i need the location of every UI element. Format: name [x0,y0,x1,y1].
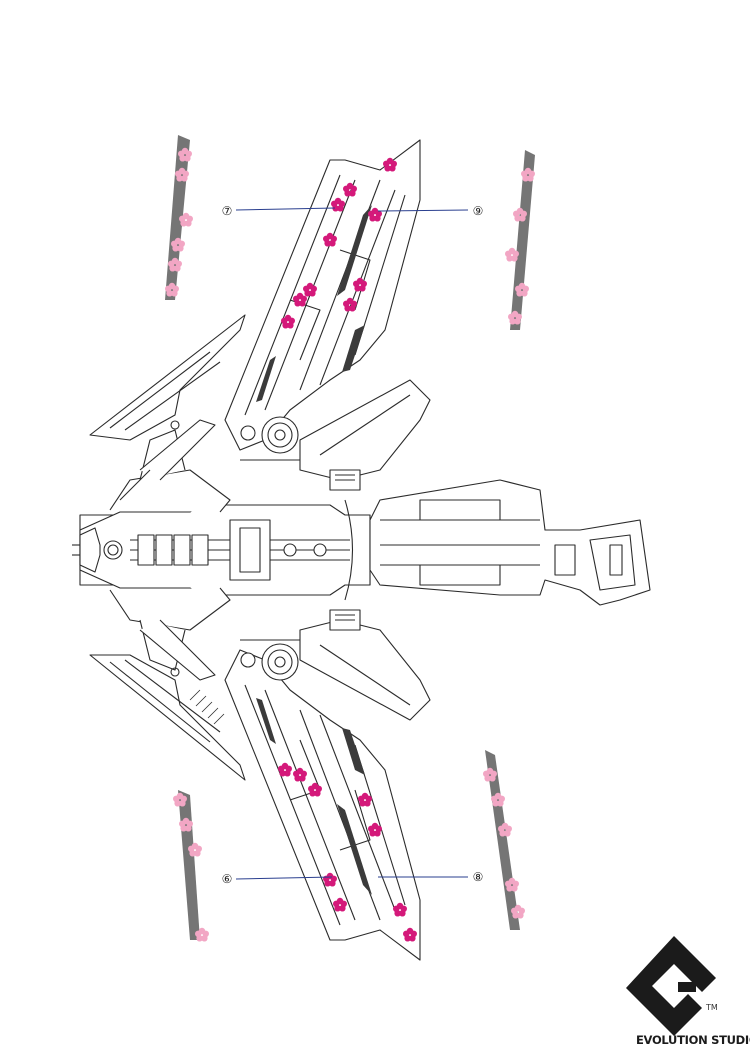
decal-strip-9 [505,150,535,330]
lower-left-wing [89,619,246,781]
callout-8: ⑧ [378,870,483,884]
dark-panels [256,205,372,895]
mech-head [72,527,101,573]
decal-strip-7 [165,135,193,300]
decal-strip-8 [483,750,525,930]
evolution-studio-logo-icon [626,936,716,1036]
upper-left-wing [89,314,246,501]
hip-blade-upper [299,379,431,491]
cannon-leg [369,479,651,606]
thruster-upper [240,416,320,461]
mech-torso [79,499,371,601]
brand-name: EVOLUTION STUDIO [636,1033,750,1047]
callout-label-6: ⑥ [222,872,233,886]
hip-blade-lower [299,609,431,721]
callout-6: ⑥ [222,872,333,886]
callout-label-8: ⑧ [473,870,484,884]
callout-9: ⑨ [377,204,484,218]
mech-line-drawing [72,139,651,961]
callout-7: ⑦ [222,204,336,218]
decal-strip-6 [173,790,209,942]
trademark-mark: TM [706,1003,718,1012]
callout-label-7: ⑦ [222,204,233,218]
callout-label-9: ⑨ [473,204,484,218]
